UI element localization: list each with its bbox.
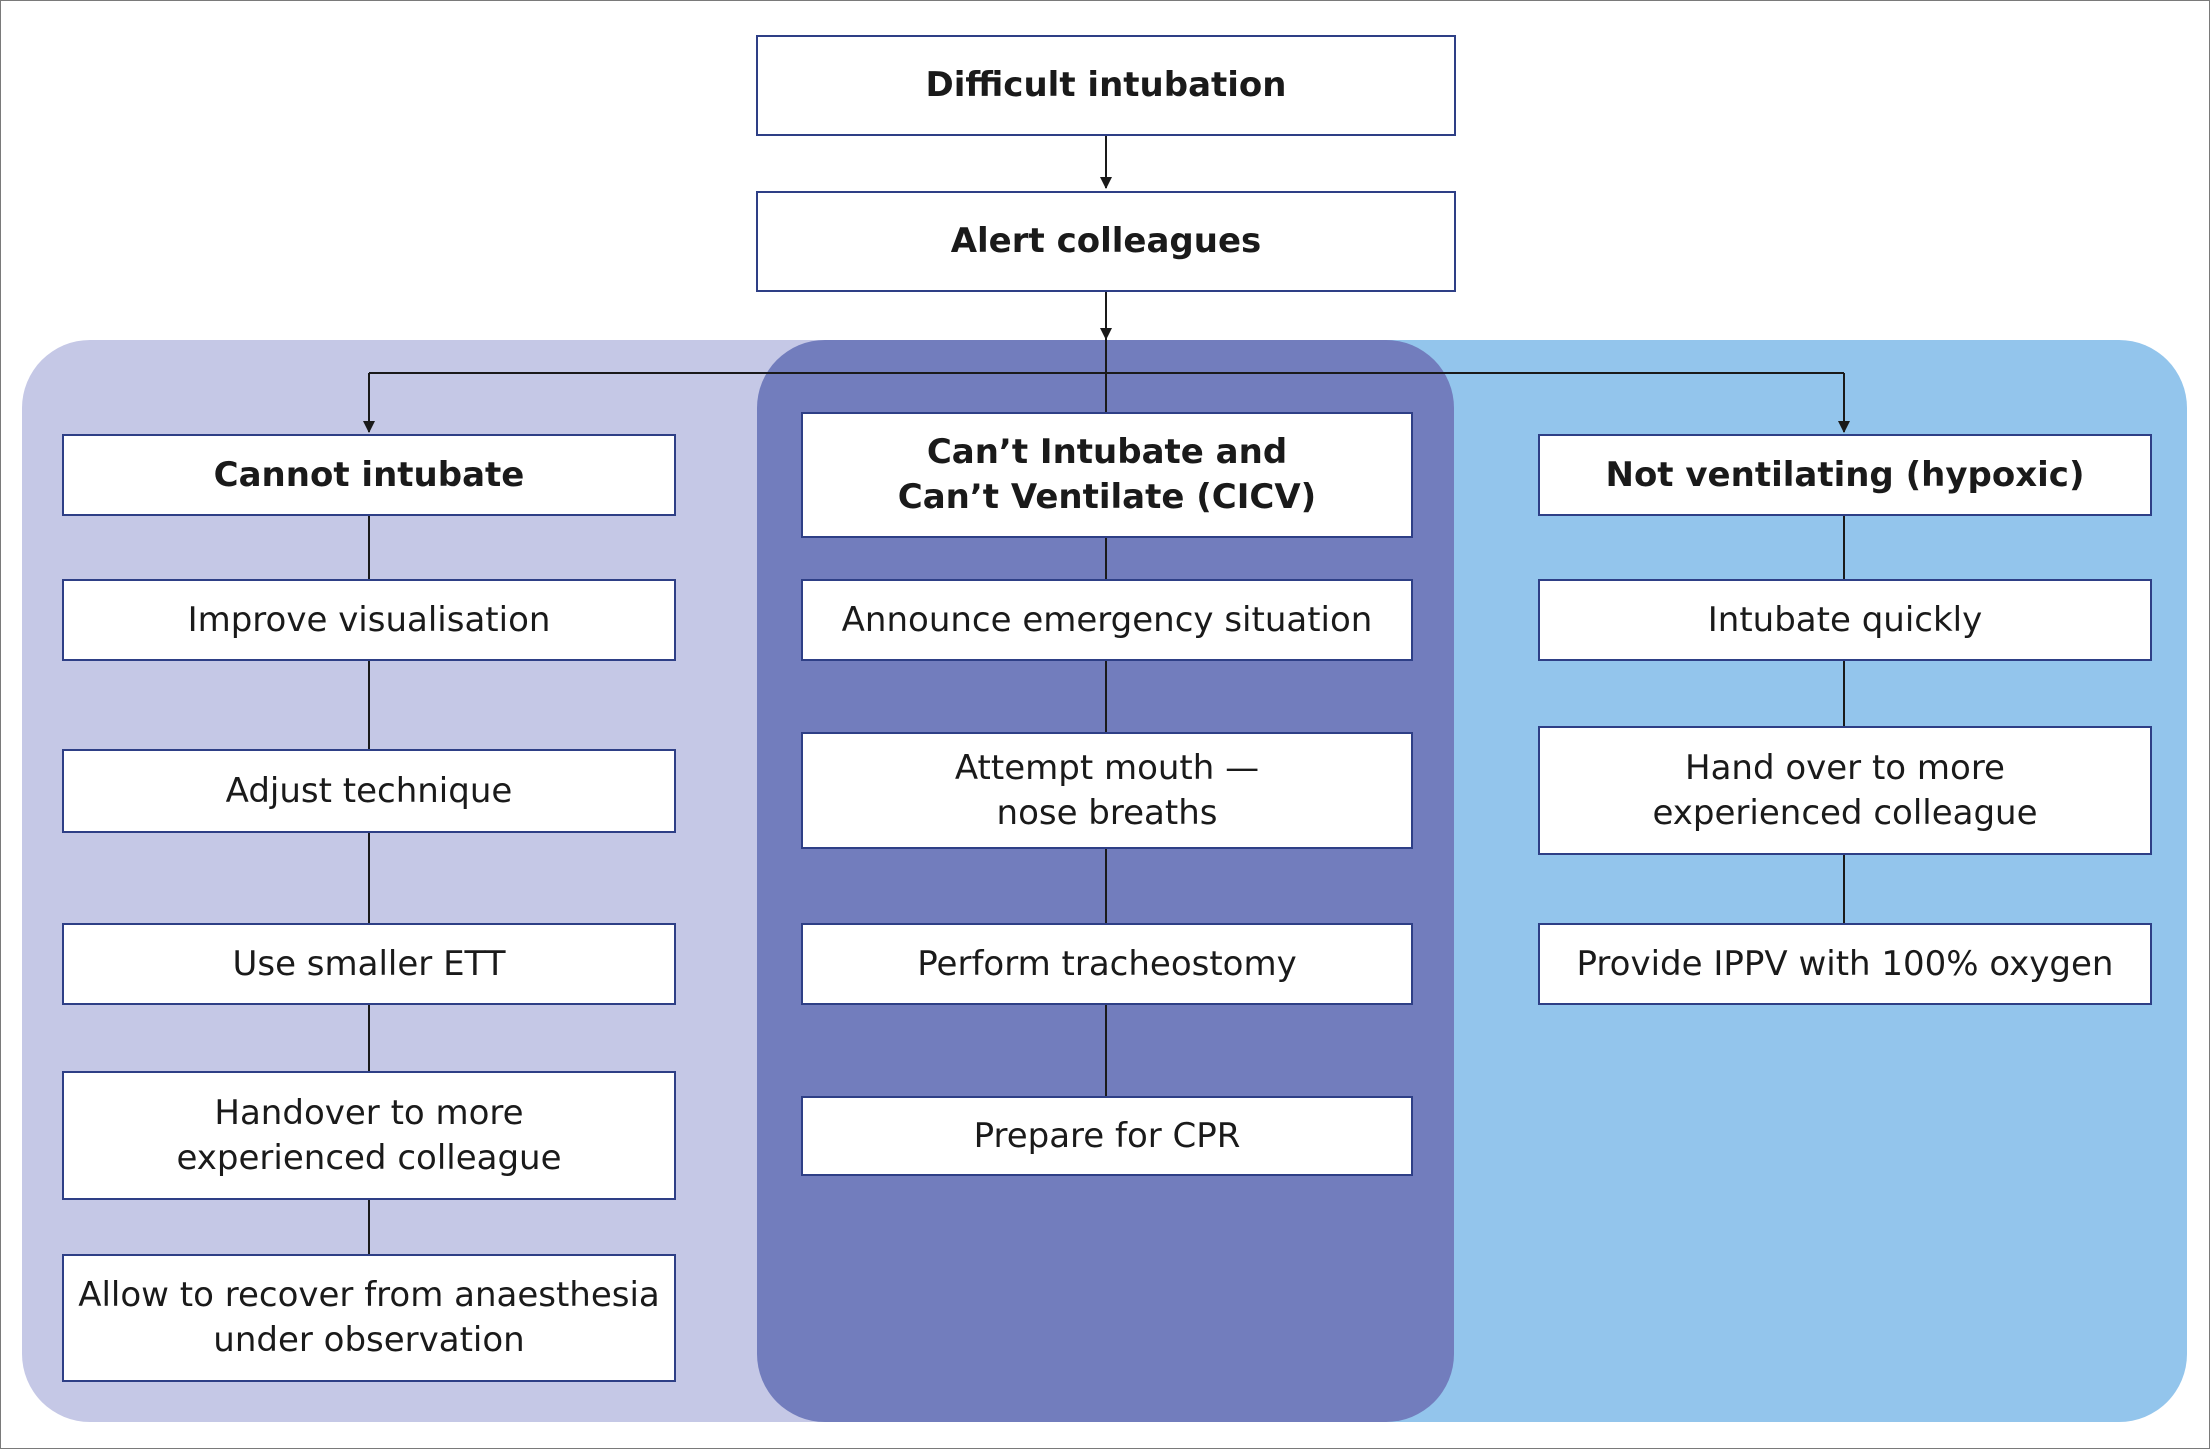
adjust-technique-box: Adjust technique — [62, 749, 676, 833]
attempt-breaths-label-line1: Attempt mouth — — [954, 747, 1260, 788]
prepare-for-cpr-label: Prepare for CPR — [973, 1115, 1241, 1156]
cicv-label-line2: Can’t Ventilate (CICV) — [897, 477, 1317, 517]
alert-colleagues-box: Alert colleagues — [756, 191, 1456, 292]
attempt-breaths-box: Attempt mouth — nose breaths — [801, 732, 1413, 849]
improve-visualisation-box: Improve visualisation — [62, 579, 676, 661]
hand-over-label-line2: experienced colleague — [1652, 792, 2038, 833]
adjust-technique-label: Adjust technique — [225, 770, 513, 811]
provide-ippv-label: Provide IPPV with 100% oxygen — [1576, 943, 2114, 984]
not-ventilating-box: Not ventilating (hypoxic) — [1538, 434, 2152, 516]
cicv-box: Can’t Intubate and Can’t Ventilate (CICV… — [801, 412, 1413, 538]
attempt-breaths-label-line2: nose breaths — [996, 792, 1218, 833]
alert-colleagues-label: Alert colleagues — [950, 221, 1262, 261]
announce-emergency-label: Announce emergency situation — [841, 599, 1373, 640]
intubate-quickly-label: Intubate quickly — [1707, 599, 1983, 640]
cannot-intubate-label: Cannot intubate — [213, 454, 525, 495]
hand-over-label-line1: Hand over to more — [1685, 747, 2005, 788]
use-smaller-ett-box: Use smaller ETT — [62, 923, 676, 1005]
prepare-for-cpr-box: Prepare for CPR — [801, 1096, 1413, 1176]
cannot-intubate-box: Cannot intubate — [62, 434, 676, 516]
difficult-intubation-label: Difficult intubation — [925, 65, 1287, 105]
cicv-label-line1: Can’t Intubate and — [926, 432, 1288, 472]
announce-emergency-box: Announce emergency situation — [801, 579, 1413, 661]
allow-to-recover-box: Allow to recover from anaesthesia under … — [62, 1254, 676, 1382]
handover-label-line2: experienced colleague — [176, 1137, 562, 1178]
handover-box: Handover to more experienced colleague — [62, 1071, 676, 1200]
perform-tracheostomy-box: Perform tracheostomy — [801, 923, 1413, 1005]
allow-to-recover-label-line1: Allow to recover from anaesthesia — [78, 1275, 660, 1315]
improve-visualisation-label: Improve visualisation — [187, 599, 551, 640]
difficult-intubation-box: Difficult intubation — [756, 35, 1456, 136]
hand-over-box: Hand over to more experienced colleague — [1538, 726, 2152, 855]
not-ventilating-label: Not ventilating (hypoxic) — [1605, 454, 2085, 495]
use-smaller-ett-label: Use smaller ETT — [232, 943, 506, 984]
intubate-quickly-box: Intubate quickly — [1538, 579, 2152, 661]
handover-label-line1: Handover to more — [214, 1092, 524, 1133]
provide-ippv-box: Provide IPPV with 100% oxygen — [1538, 923, 2152, 1005]
allow-to-recover-label-line2: under observation — [213, 1320, 525, 1360]
perform-tracheostomy-label: Perform tracheostomy — [917, 943, 1297, 984]
